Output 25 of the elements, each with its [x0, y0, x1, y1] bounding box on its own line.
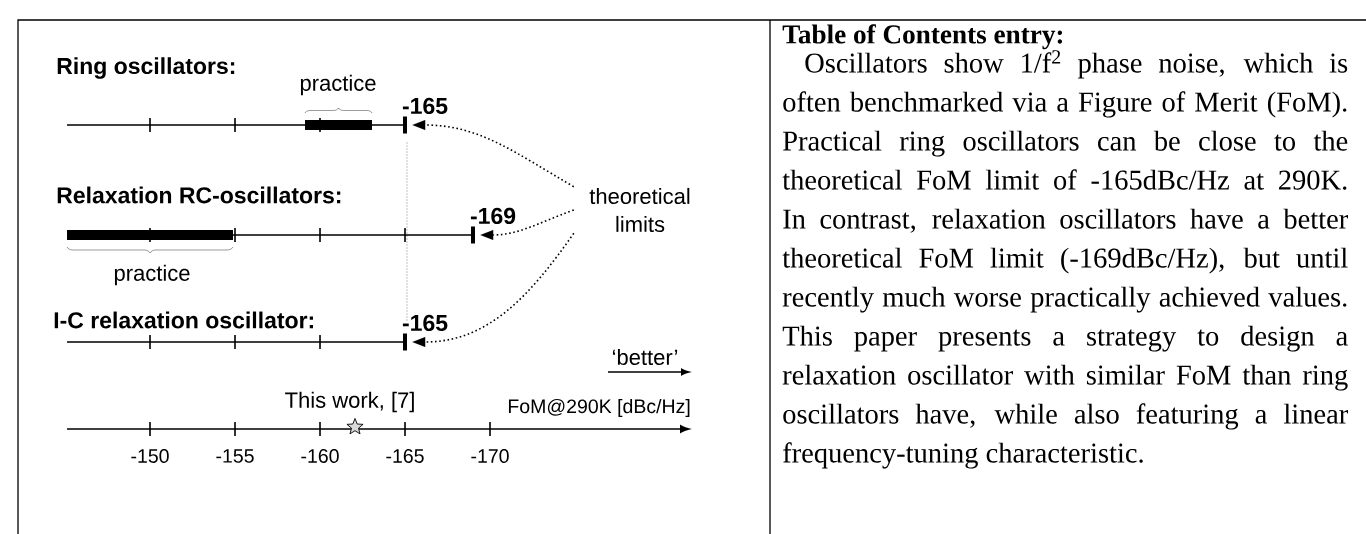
row-heading: Ring oscillators:	[57, 57, 235, 79]
row-heading: I-C relaxation oscillator:	[54, 311, 313, 329]
dotted-arrow	[412, 232, 575, 347]
note-text: theoretical limits	[589, 187, 690, 233]
dotted-arrow	[480, 209, 575, 240]
tick-label: -170	[471, 449, 509, 463]
value-label: -165	[402, 314, 448, 332]
tick-label: -165	[386, 449, 424, 463]
tick-label: -155	[216, 449, 254, 463]
axis-label: FoM@290K [dBc/Hz]	[508, 398, 690, 418]
tick-label: -160	[301, 449, 339, 463]
bracket-label: practice	[300, 74, 376, 96]
tick-label: -150	[131, 449, 169, 463]
limit-marker	[403, 333, 407, 351]
row-heading: Relaxation RC-oscillators:	[57, 186, 341, 204]
limit-marker	[403, 116, 407, 134]
direction-label: ‘better’	[612, 348, 678, 366]
value-label: -169	[470, 207, 516, 225]
heading: Table of Contents entry:	[782, 24, 1063, 50]
value-label: -165	[402, 97, 448, 115]
limit-marker	[471, 226, 475, 244]
paragraph: Oscillators show 1/f$^{2}$ phase noise, which is often benchmarked via a Figure of Merit (FoM). Practical ring oscillators can be close to the theoretical FoM limit of -165dBc/Hz at 290K. In contrast, relaxation oscillators have a better theoretical FoM limit (-169dBc/Hz), but until recently much worse practically achieved values. This paper presents a strategy to design a relaxation oscillator with similar FoM than ring oscillators have, while also featuring a linear frequency-tuning characteristic.	[782, 50, 1348, 469]
annotation: This work, [7]	[285, 391, 414, 413]
bracket-label: practice	[114, 264, 190, 286]
dotted-arrow	[412, 120, 575, 188]
